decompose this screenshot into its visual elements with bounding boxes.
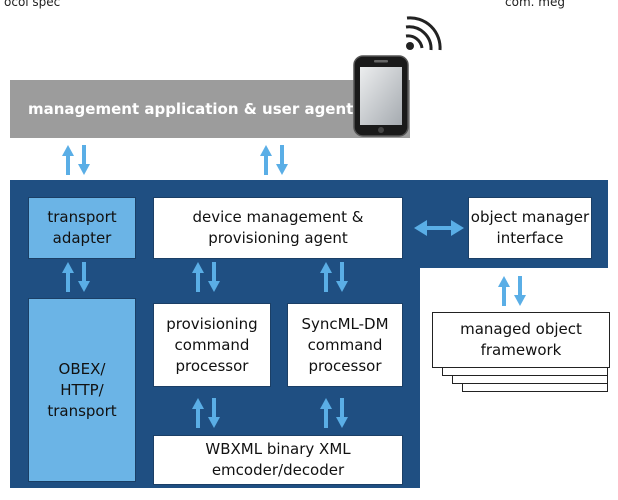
device-management-agent-box: device management & provisioning agent <box>153 197 403 259</box>
clipped-text-right: com. meg <box>505 0 565 9</box>
provisioning-command-processor-box: provisioning command processor <box>153 303 271 387</box>
provisioning-command-processor-label: provisioning command processor <box>166 314 258 375</box>
syncml-command-processor-label: SyncML-DM command processor <box>301 314 389 375</box>
smartphone-icon <box>353 55 409 137</box>
management-bar-label: management application & user agent <box>28 100 354 118</box>
clipped-text-left: ocol spec <box>4 0 61 9</box>
obex-transport-label: OBEX/ HTTP/ transport <box>47 359 117 420</box>
wbxml-codec-box: WBXML binary XML emcoder/decoder <box>153 435 403 485</box>
transport-adapter-label: transport adapter <box>47 208 117 247</box>
syncml-command-processor-box: SyncML-DM command processor <box>287 303 403 387</box>
object-manager-interface-label: object manager interface <box>470 208 590 247</box>
obex-transport-box: OBEX/ HTTP/ transport <box>28 298 136 482</box>
transport-adapter-box: transport adapter <box>28 197 136 259</box>
wireless-signal-icon <box>405 16 442 51</box>
device-management-agent-label: device management & provisioning agent <box>192 208 364 247</box>
object-manager-interface-box: object manager interface <box>468 197 592 259</box>
clipped-top-text: ocol spec com. meg <box>0 0 618 14</box>
management-application-bar: management application & user agent <box>10 80 410 138</box>
managed-object-framework-label: managed object framework <box>460 320 582 359</box>
wbxml-codec-label: WBXML binary XML emcoder/decoder <box>205 440 351 479</box>
managed-object-framework-box: managed object framework <box>432 312 610 368</box>
